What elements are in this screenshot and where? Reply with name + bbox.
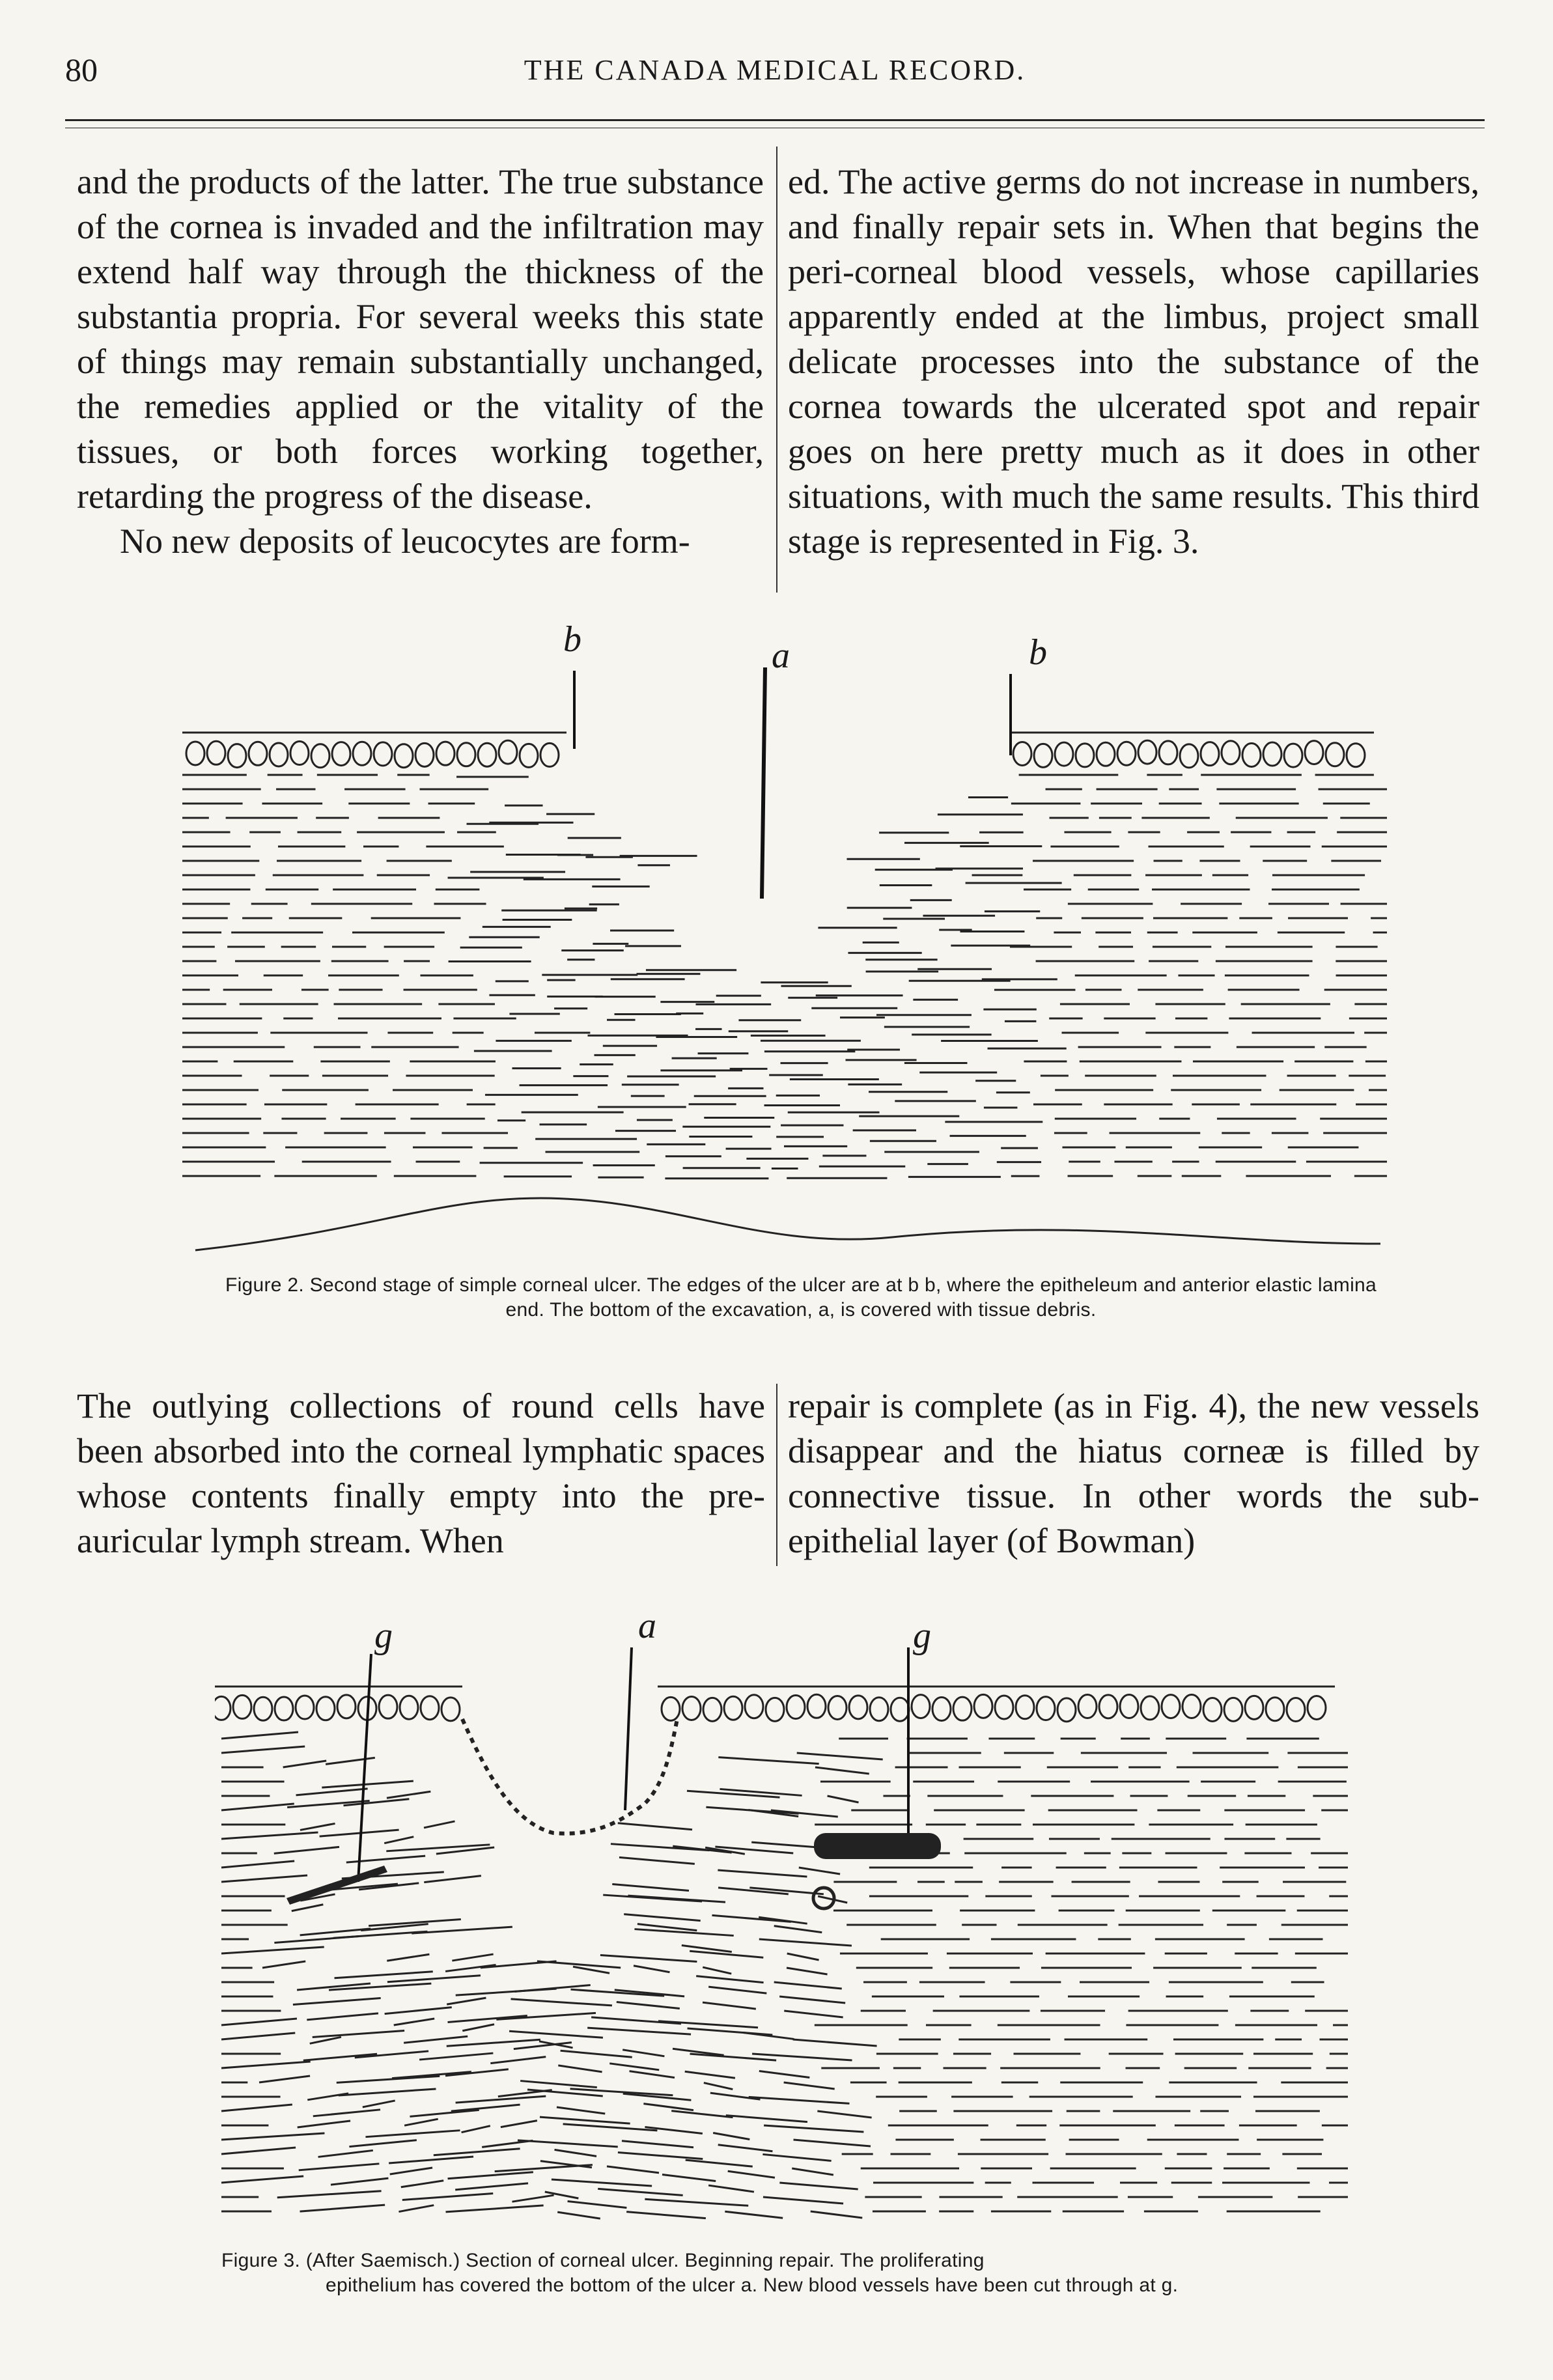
top-right-column: ed. The active germs do not increase in … (788, 160, 1479, 564)
figure-label-b-right: b (1029, 632, 1047, 673)
figure-2-illustration (182, 667, 1387, 1252)
figure-label-g-right: g (913, 1616, 931, 1656)
paragraph: ed. The active germs do not increase in … (788, 162, 1479, 561)
figure-2-caption: Figure 2. Second stage of simple corneal… (225, 1274, 1377, 1321)
figure-3: g a g (215, 1606, 1348, 2233)
figure-label-a: a (638, 1606, 656, 1646)
figure-3-caption-line2: epithelium has covered the bottom of the… (326, 2275, 1179, 2296)
top-left-column: and the products of the latter. The true… (77, 160, 764, 564)
figure-label-a: a (772, 636, 790, 676)
header-rule (65, 119, 1485, 121)
figure-2: b a b (176, 619, 1387, 1270)
figure-3-caption-line1: Figure 3. (After Saemisch.) Section of c… (221, 2250, 985, 2271)
figure-3-illustration (215, 1647, 1348, 2220)
column-divider (776, 147, 777, 593)
figure-3-caption: Figure 3. (After Saemisch.) Section of c… (221, 2248, 1374, 2298)
middle-right-column: repair is complete (as in Fig. 4), the n… (788, 1384, 1479, 1563)
paragraph: No new deposits of leucocytes are form- (120, 522, 690, 561)
running-head: THE CANADA MEDICAL RECORD. (524, 54, 1026, 86)
middle-left-column: The outlying collections of round cells … (77, 1384, 765, 1563)
column-divider (776, 1384, 777, 1566)
paragraph: repair is complete (as in Fig. 4), the n… (788, 1386, 1479, 1560)
figure-label-b-left: b (563, 619, 581, 660)
paragraph: The outlying collections of round cells … (77, 1386, 765, 1560)
page-header: 80 THE CANADA MEDICAL RECORD. (65, 46, 1485, 98)
paragraph: and the products of the latter. The true… (77, 162, 764, 516)
figure-label-g-left: g (374, 1616, 393, 1656)
page-number: 80 (65, 51, 98, 88)
